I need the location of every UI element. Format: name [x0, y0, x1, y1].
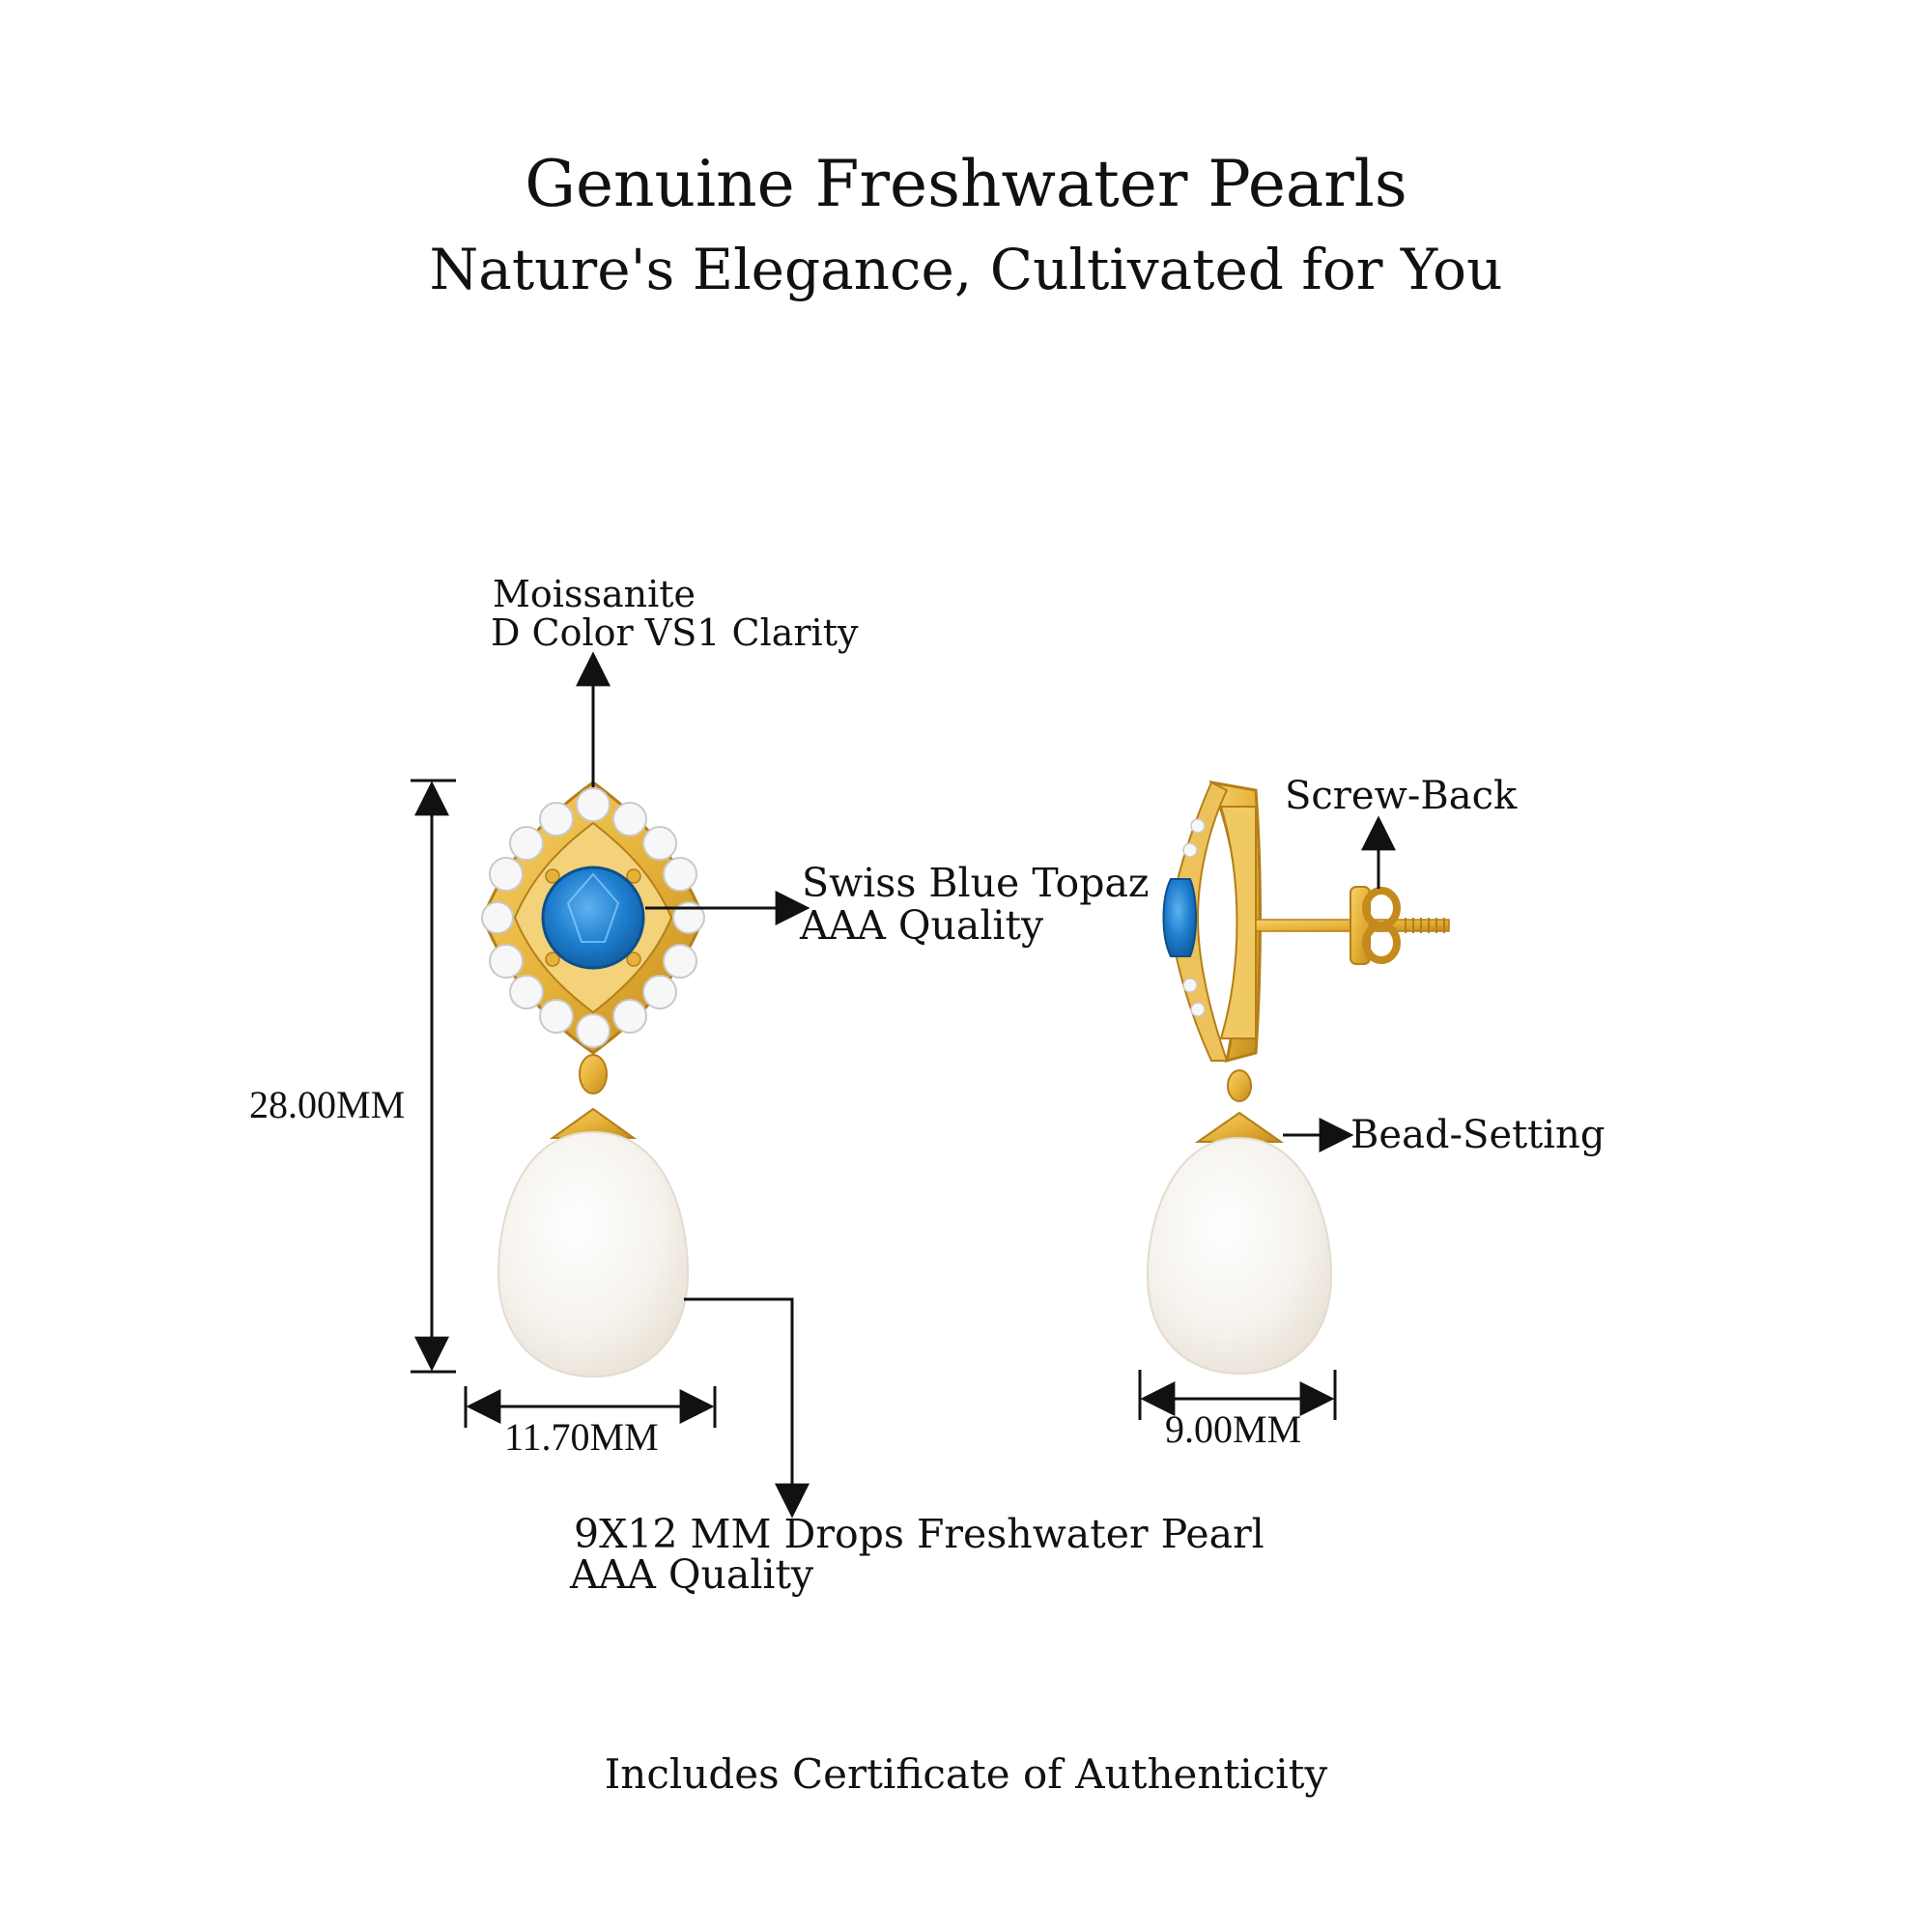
screw-back-nut	[1350, 886, 1401, 965]
topaz-label: Swiss Blue Topaz	[802, 860, 1150, 906]
front-earring	[481, 781, 705, 1378]
bead-setting-label: Bead-Setting	[1350, 1113, 1605, 1157]
topaz-quality-label: AAA Quality	[800, 902, 1044, 949]
page-title: Genuine Freshwater Pearls	[525, 147, 1407, 221]
side-pearl	[1146, 1136, 1333, 1376]
topaz-stone	[541, 866, 645, 970]
side-topaz	[1162, 878, 1197, 957]
side-width-dimension-label: 9.00MM	[1165, 1407, 1302, 1451]
pearl-label: 9X12 MM Drops Freshwater Pearl	[574, 1511, 1264, 1557]
side-earring	[1146, 781, 1450, 1376]
front-width-dimension-label: 11.70MM	[504, 1415, 659, 1459]
front-pearl	[497, 1130, 690, 1378]
certificate-note: Includes Certificate of Authenticity	[604, 1750, 1328, 1798]
pearl-quality-label: AAA Quality	[570, 1551, 814, 1598]
moissanite-label: Moissanite	[493, 573, 696, 615]
page-subtitle: Nature's Elegance, Cultivated for You	[429, 237, 1503, 302]
pearl-arrow	[684, 1297, 810, 1519]
screw-back-label: Screw-Back	[1285, 774, 1518, 818]
height-dimension-label: 28.00MM	[249, 1083, 406, 1126]
halo-diamonds	[481, 787, 705, 1048]
moissanite-grade-label: D Color VS1 Clarity	[491, 611, 859, 654]
